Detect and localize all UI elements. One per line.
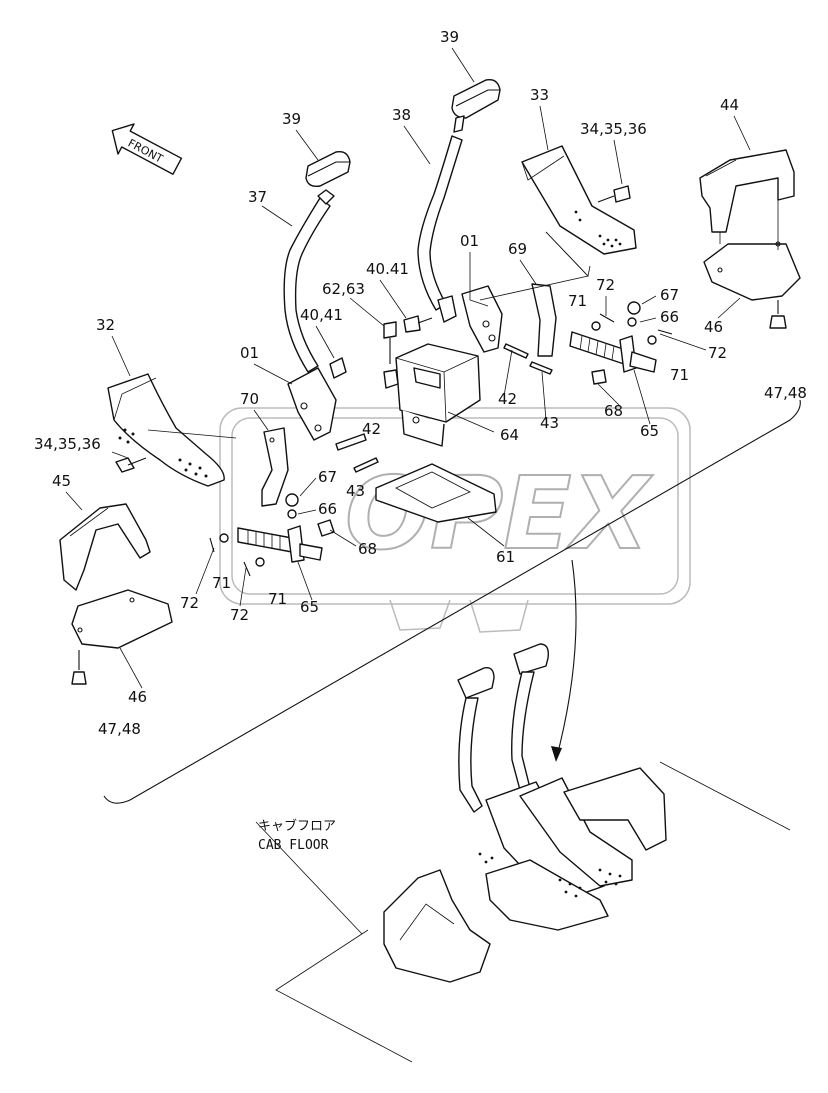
label-44: 44 [720,96,739,114]
label-72: 72 [230,606,249,624]
label-61: 61 [496,548,515,566]
label-64: 64 [500,426,519,444]
label-72: 72 [180,594,199,612]
pilot-valve-64 [383,343,481,447]
label-70: 70 [240,390,259,408]
label-46: 46 [704,318,723,336]
left-footrest-45 [59,503,151,591]
label-39: 39 [440,28,459,46]
label-65: 65 [300,598,319,616]
label-32: 32 [96,316,115,334]
right-footrest-44 [699,149,795,233]
label-43: 43 [540,414,559,432]
right-bolt-47 [769,300,787,329]
right-lever-38 [417,135,463,311]
right-bracket-69 [531,283,557,357]
label-34-35-36: 34,35,36 [34,435,101,453]
label-43: 43 [346,482,365,500]
left-bracket-70 [261,427,289,507]
label-33: 33 [530,86,549,104]
label-34-35-36: 34,35,36 [580,120,647,138]
label-68: 68 [358,540,377,558]
floor-plate-61 [375,463,497,523]
right-damper-65 [569,301,673,385]
separator-curve [103,399,801,804]
right-floor-outline [479,231,589,301]
label-68: 68 [604,402,623,420]
left-lever-37 [283,189,335,373]
label-71: 71 [568,292,587,310]
assembly-arrow [551,559,577,762]
label-67: 67 [660,286,679,304]
right-pins-42-43 [503,343,553,375]
right-bracket-01 [437,285,503,353]
label-01: 01 [460,232,479,250]
label-45: 45 [52,472,71,490]
left-pedal-32 [107,373,237,487]
watermark: OPEX [219,407,691,633]
cab-floor-label: キャブフロア CAB FLOOR [258,818,336,853]
left-plate-46 [71,589,173,649]
label-42: 42 [362,420,381,438]
front-arrow: FRONT [111,123,183,175]
label-72: 72 [596,276,615,294]
left-damper-65 [209,493,335,577]
left-grip-39 [305,151,351,188]
label-72: 72 [708,344,727,362]
leader-lines [65,47,751,689]
center-bolt-62 [383,321,397,364]
label-69: 69 [508,240,527,258]
label-67: 67 [318,468,337,486]
label-66: 66 [318,500,337,518]
label-71: 71 [670,366,689,384]
label-66: 66 [660,308,679,326]
label-71: 71 [212,574,231,592]
cab-floor-en: CAB FLOOR [258,838,329,853]
label-71: 71 [268,590,287,608]
cab-floor-view [255,643,791,1063]
left-bracket-01 [287,357,347,441]
label-47-48: 47,48 [764,384,807,402]
label-47-48: 47,48 [98,720,141,738]
label-65: 65 [640,422,659,440]
right-plate-46 [703,200,801,301]
watermark-text: OPEX [345,455,654,572]
label-46: 46 [128,688,147,706]
label-38: 38 [392,106,411,124]
label-40-41: 40.41 [366,260,409,278]
right-bolt-34 [597,185,631,203]
right-grip-39 [451,79,501,133]
label-01: 01 [240,344,259,362]
left-bolt-34 [115,457,147,473]
right-bolt-40 [403,315,433,333]
part-labels: 39 39 38 37 33 44 34,35,36 34,35,36 01 0… [34,28,807,738]
label-42: 42 [498,390,517,408]
left-pins-42-43 [335,433,379,473]
label-37: 37 [248,188,267,206]
label-39: 39 [282,110,301,128]
label-62-63: 62,63 [322,280,365,298]
cab-floor-jp: キャブフロア [258,818,336,834]
label-40-41: 40,41 [300,306,343,324]
left-bolt-47 [71,650,87,685]
